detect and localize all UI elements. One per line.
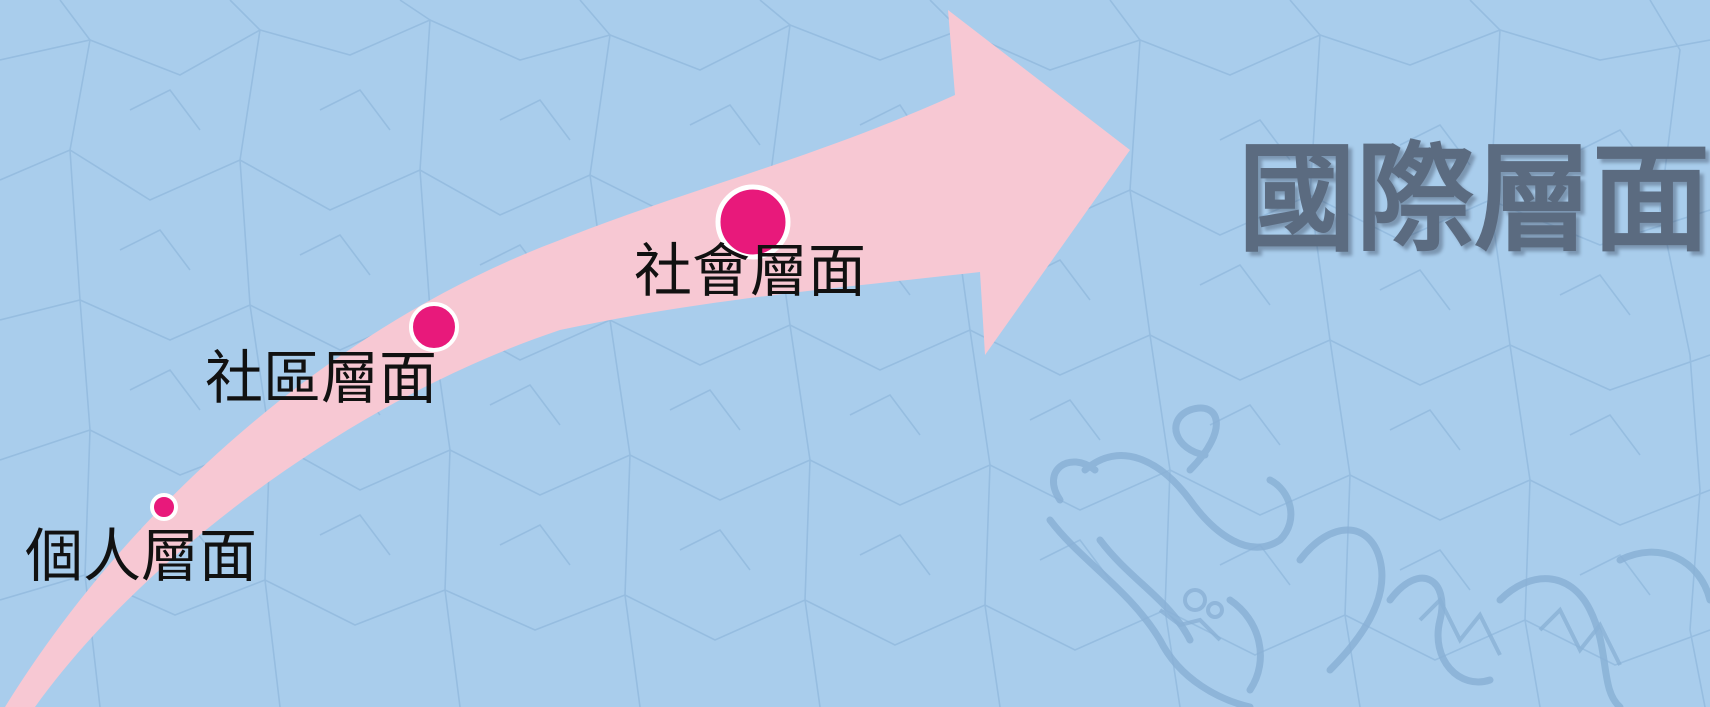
- level-dot-community: [409, 302, 459, 352]
- diagram-title: 國際層面: [1237, 130, 1710, 268]
- curved-arrow: [5, 10, 1130, 707]
- level-dot-society: [715, 184, 791, 260]
- level-label-community: 社區層面: [205, 344, 438, 412]
- level-dot-personal: [150, 493, 178, 521]
- level-label-personal: 個人層面: [25, 522, 258, 590]
- level-label-society: 社會層面: [634, 237, 867, 305]
- level-dots: [150, 184, 791, 521]
